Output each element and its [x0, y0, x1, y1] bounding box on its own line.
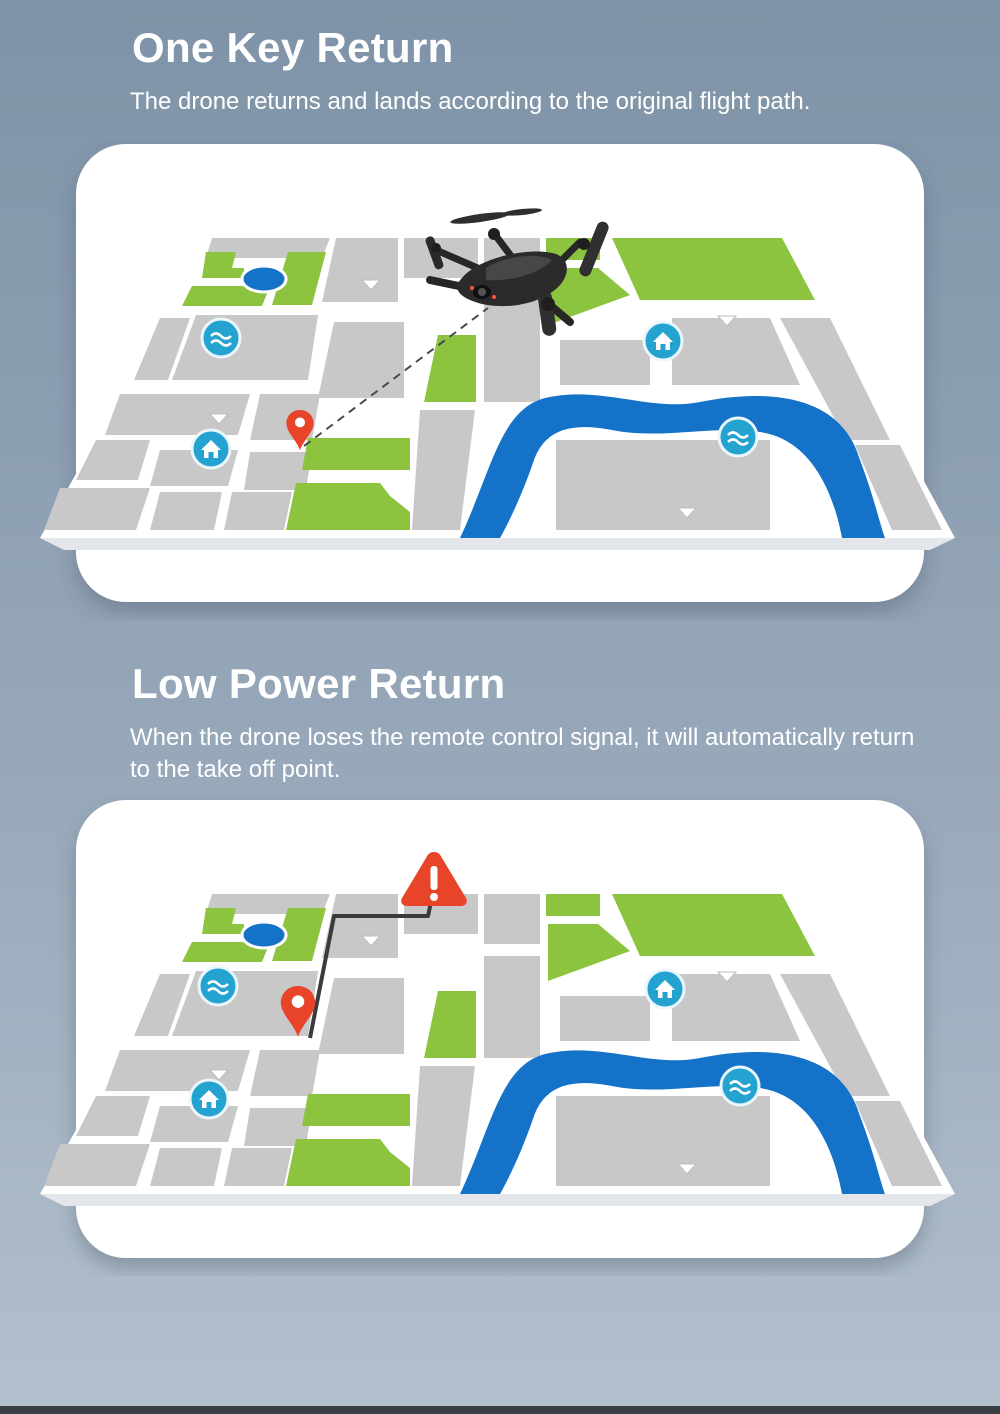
- warning-icon: [401, 852, 467, 906]
- water-icon: [719, 1065, 761, 1107]
- map-illustration: [0, 796, 1000, 1276]
- drone-icon: [425, 208, 609, 336]
- section-title: One Key Return: [132, 24, 454, 71]
- home-icon: [190, 428, 232, 470]
- flight-path: [303, 307, 489, 447]
- section-description: The drone returns and lands according to…: [130, 88, 811, 115]
- section-title: Low Power Return: [132, 660, 506, 707]
- section-description: When the drone loses the remote control …: [130, 724, 915, 783]
- low-power-return-section: Low Power Return When the drone loses th…: [0, 640, 1000, 1300]
- water-icon: [200, 317, 242, 359]
- map-illustration: [0, 140, 1000, 620]
- bottom-strip: [0, 1406, 1000, 1414]
- one-key-return-section: One Key Return The drone returns and lan…: [0, 0, 1000, 640]
- home-icon: [644, 968, 686, 1010]
- water-icon: [717, 416, 759, 458]
- water-icon: [197, 965, 239, 1007]
- home-icon: [642, 320, 684, 362]
- home-icon: [188, 1078, 230, 1120]
